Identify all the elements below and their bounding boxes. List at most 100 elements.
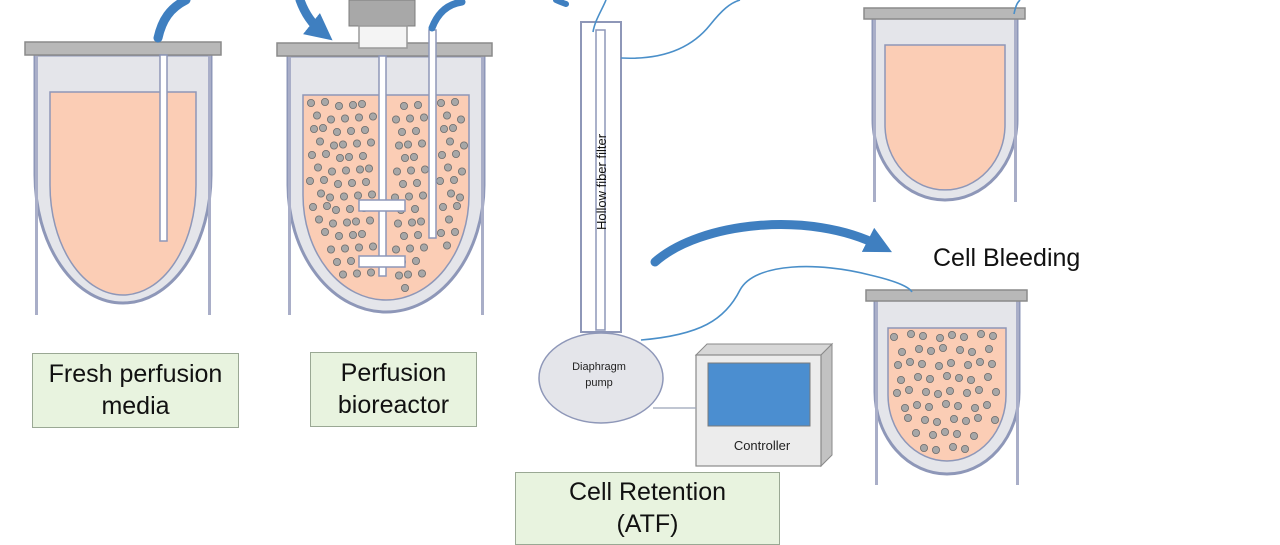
cell-particle: [971, 403, 980, 412]
cell-particle: [351, 217, 360, 226]
tubing: [592, 0, 1021, 409]
cell-particle: [920, 443, 929, 452]
cell-particle: [893, 388, 902, 397]
cell-particle: [357, 229, 366, 238]
cell-particle: [342, 218, 351, 227]
cell-particle: [346, 256, 355, 265]
cell-particle: [984, 372, 993, 381]
cell-particle: [970, 431, 979, 440]
cell-particle: [328, 219, 337, 228]
bioreactor-label: Perfusion bioreactor: [310, 352, 477, 427]
cell-particle: [914, 372, 923, 381]
cell-particle: [901, 403, 910, 412]
cell-particle: [345, 204, 354, 213]
cell-particle: [364, 164, 373, 173]
curved-arrow-icon: [153, 0, 191, 43]
cell-particle: [438, 202, 447, 211]
cell-particle: [976, 357, 985, 366]
cell-particle: [394, 141, 403, 150]
cell-particle: [399, 231, 408, 240]
cell-particle: [926, 374, 935, 383]
cell-particle: [449, 175, 458, 184]
cell-particle: [946, 386, 955, 395]
cell-particle: [413, 230, 422, 239]
cell-particle: [925, 402, 934, 411]
cell-particle: [327, 167, 336, 176]
cell-particle: [927, 346, 936, 355]
cell-particle: [941, 427, 950, 436]
cell-particle: [890, 332, 899, 341]
cell-particle: [457, 167, 466, 176]
cell-particle: [360, 126, 369, 135]
cell-particle: [451, 149, 460, 158]
bioreactor-label-line1: Perfusion: [340, 359, 447, 388]
tube-harvest-inlet: [1013, 0, 1021, 15]
cell-particle: [405, 244, 414, 253]
cell-particle: [897, 375, 906, 384]
cell-particle: [391, 115, 400, 124]
cell-particle: [320, 227, 329, 236]
cell-particle: [307, 150, 316, 159]
cell-particle: [953, 429, 962, 438]
fresh-media-label-line1: Fresh perfusion: [48, 360, 223, 389]
cell-particle: [339, 192, 348, 201]
cell-particle: [974, 413, 983, 422]
tube-filter-to-harvest: [620, 0, 741, 60]
hollow-fiber-label: Hollow fiber filter: [594, 133, 609, 230]
cell-particle: [314, 215, 323, 224]
motor-coupling: [358, 25, 408, 49]
cell-particle: [340, 114, 349, 123]
cell-particle: [929, 430, 938, 439]
cell-particle: [409, 152, 418, 161]
cell-particle: [322, 201, 331, 210]
bioreactor-label-line2: bioreactor: [337, 390, 450, 419]
cell-particle: [331, 205, 340, 214]
cell-particle: [353, 191, 362, 200]
cell-particle: [365, 216, 374, 225]
cell-particle: [992, 387, 1001, 396]
cell-particle: [435, 176, 444, 185]
cell-particle: [347, 178, 356, 187]
impeller-shaft: [378, 55, 387, 277]
cell-particle: [904, 413, 913, 422]
cell-particle: [318, 124, 327, 133]
fresh-media-label-line2: media: [101, 391, 170, 420]
cell-particle: [412, 178, 421, 187]
curved-arrow-icon: [553, 0, 569, 7]
cell-particle: [335, 153, 344, 162]
cell-particle: [399, 102, 408, 111]
cell-particle: [919, 331, 928, 340]
cell-particle: [949, 442, 958, 451]
cell-particle: [358, 151, 367, 160]
pump-label-line2: pump: [585, 377, 613, 389]
cell-particle: [394, 271, 403, 280]
cell-particle: [450, 227, 459, 236]
cell-particle: [367, 190, 376, 199]
diaphragm-pump: Diaphragm pump: [538, 332, 664, 424]
cell-particle: [411, 127, 420, 136]
cell-particle: [320, 98, 329, 107]
cell-particle: [346, 127, 355, 136]
fresh-media-vessel: [24, 41, 222, 315]
cell-particle: [419, 243, 428, 252]
cell-particle: [918, 359, 927, 368]
cell-particle: [338, 270, 347, 279]
impeller-icon: [358, 199, 406, 212]
cell-particle: [905, 385, 914, 394]
cell-particle: [420, 165, 429, 174]
cell-particle: [948, 330, 957, 339]
cell-particle: [983, 400, 992, 409]
harvest-vessel: [863, 7, 1026, 202]
cell-particle: [437, 150, 446, 159]
pump-label-line1: Diaphragm: [572, 361, 626, 373]
cell-particle: [354, 113, 363, 122]
fresh-media-label: Fresh perfusion media: [32, 353, 239, 428]
cell-particle: [935, 361, 944, 370]
cell-particle: [410, 204, 419, 213]
cell-particle: [334, 231, 343, 240]
dip-tube: [159, 54, 168, 242]
bleed-vessel: [865, 289, 1028, 485]
cell-particle: [975, 385, 984, 394]
cell-particle: [352, 269, 361, 278]
cell-particle: [456, 115, 465, 124]
